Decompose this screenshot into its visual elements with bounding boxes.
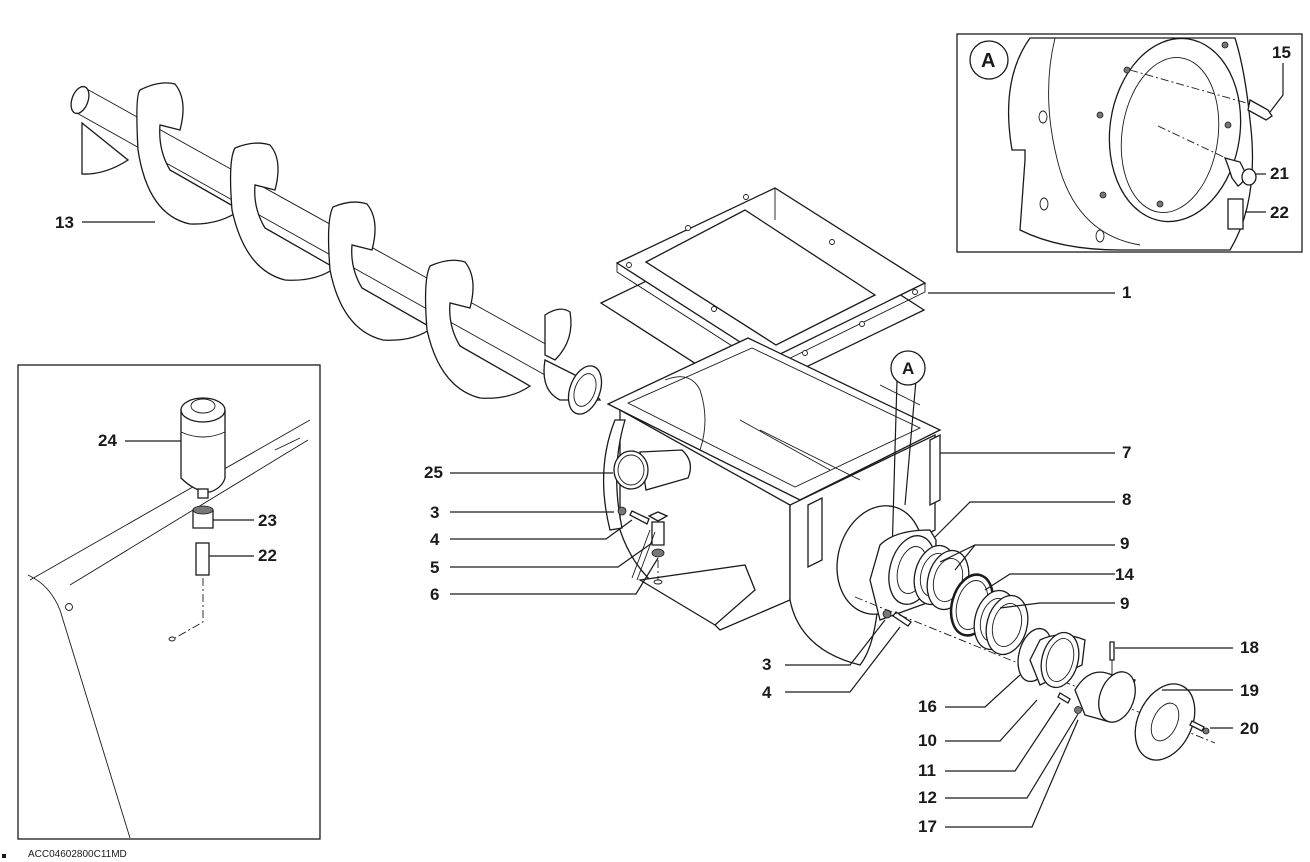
callout-4a: 4 bbox=[430, 530, 440, 549]
lubricator-inset bbox=[17, 364, 321, 840]
callout-9a: 9 bbox=[1120, 534, 1129, 553]
callout-7: 7 bbox=[1122, 443, 1131, 462]
callout-19: 19 bbox=[1240, 681, 1259, 700]
left-fasteners bbox=[617, 506, 669, 585]
callout-11: 11 bbox=[918, 761, 936, 780]
leader-11 bbox=[945, 702, 1061, 772]
callout-8: 8 bbox=[1122, 490, 1131, 509]
callout-22-inset: 22 bbox=[258, 546, 277, 565]
callout-3a: 3 bbox=[430, 503, 439, 522]
leader-6 bbox=[450, 557, 659, 595]
detail-a-inset: A bbox=[956, 33, 1303, 253]
callout-20: 20 bbox=[1240, 719, 1259, 738]
callout-23: 23 bbox=[258, 511, 277, 530]
leader-4a bbox=[450, 519, 633, 540]
leader-10 bbox=[945, 699, 1038, 742]
callout-3b: 3 bbox=[762, 655, 771, 674]
callout-18: 18 bbox=[1240, 638, 1259, 657]
callout-6: 6 bbox=[430, 585, 439, 604]
callout-1: 1 bbox=[1122, 283, 1131, 302]
callout-22-detail: 22 bbox=[1270, 203, 1289, 222]
leader-9b bbox=[999, 602, 1115, 609]
leader-15 bbox=[1269, 63, 1284, 113]
callout-25: 25 bbox=[424, 463, 443, 482]
inlet-flange bbox=[599, 187, 927, 397]
end-housing-assembly bbox=[1017, 627, 1210, 761]
callout-17: 17 bbox=[918, 817, 937, 836]
leader-8 bbox=[934, 501, 1115, 538]
svg-text:A: A bbox=[902, 359, 914, 378]
bearing-assembly bbox=[869, 529, 1029, 656]
callout-5: 5 bbox=[430, 558, 439, 577]
callout-12: 12 bbox=[918, 788, 937, 807]
callout-16: 16 bbox=[918, 697, 937, 716]
callout-10: 10 bbox=[918, 731, 937, 750]
corner-mark bbox=[2, 854, 6, 858]
callout-9b: 9 bbox=[1120, 594, 1129, 613]
inspection-plug bbox=[613, 449, 692, 491]
detail-a-title: A bbox=[981, 50, 995, 72]
leader-17 bbox=[945, 719, 1079, 828]
callout-15: 15 bbox=[1272, 43, 1291, 62]
screw-conveyor-auger bbox=[70, 82, 603, 415]
callout-24: 24 bbox=[98, 431, 117, 450]
leader-14 bbox=[984, 573, 1115, 591]
leader-5 bbox=[450, 542, 653, 568]
callout-13: 13 bbox=[55, 213, 74, 232]
leader-16 bbox=[945, 674, 1021, 708]
leader-3b bbox=[785, 619, 886, 666]
callout-4b: 4 bbox=[762, 683, 772, 702]
leader-9a-branch bbox=[954, 544, 976, 571]
callout-21: 21 bbox=[1270, 164, 1289, 183]
callout-14: 14 bbox=[1115, 565, 1134, 584]
leader-12 bbox=[945, 713, 1079, 799]
detail-a-marker: A bbox=[890, 350, 926, 556]
figure-reference-code: ACC04602800C11MD bbox=[28, 849, 127, 860]
leader-4b bbox=[785, 626, 901, 693]
